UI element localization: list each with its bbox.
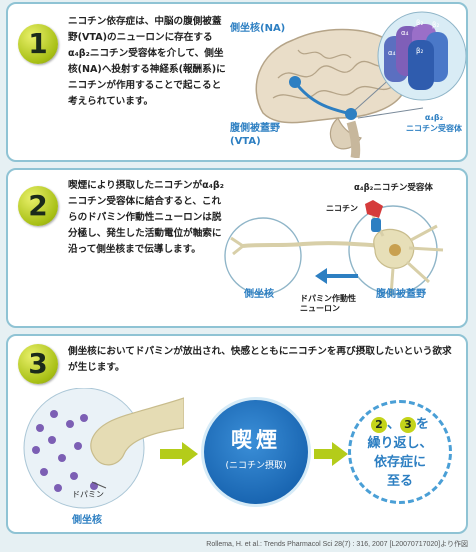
label-nucleus-accumbens: 側坐核(NA)	[230, 23, 286, 34]
neuron-illustration	[224, 200, 444, 297]
step-ref-3: 3	[400, 417, 416, 433]
step-number-1: 1	[18, 24, 58, 64]
label-na-2: 側坐核	[244, 289, 274, 300]
subunit-label: α₄	[388, 49, 396, 57]
step-2-text: 喫煙により摂取したニコチンがα₄β₂ニコチン受容体に結合すると、これらのドパミン…	[68, 180, 224, 255]
panel-step-3: 3 側坐核においてドパミンが放出され、快感とともにニコチンを再び摂取したいという…	[6, 334, 468, 534]
panel-step-1: 1 ニコチン依存症は、中脳の腹側被蓋野(VTA)のニューロンに存在するα₄β₂ニ…	[6, 2, 468, 162]
subunit-label: β₂	[416, 47, 424, 55]
step-ref-2: 2	[370, 417, 387, 433]
label-receptor: α₄β₂ ニコチン受容体	[406, 113, 462, 133]
repeat-line: 依存症に	[373, 455, 426, 470]
repeat-separator: 、	[386, 417, 400, 432]
subunit-label: β₂	[432, 21, 440, 29]
step-number-3: 3	[18, 344, 58, 384]
step-number-2: 2	[18, 186, 58, 226]
repeat-line: 繰り返し、	[367, 436, 433, 451]
panel-step-2: 2 喫煙により摂取したニコチンがα₄β₂ニコチン受容体に結合すると、これらのドパ…	[6, 168, 468, 328]
label-na-3: 側坐核	[72, 515, 102, 526]
label-receptor-2: α₄β₂ニコチン受容体	[354, 183, 433, 193]
subunit-label: α₄	[401, 29, 409, 37]
synapse-illustration	[23, 388, 184, 509]
repeat-line: 至る	[386, 474, 413, 489]
receptor-illustration	[377, 11, 466, 101]
smoking-bubble: 喫煙 (ニコチン摂取)	[204, 400, 308, 504]
smoking-text: 喫煙	[231, 428, 281, 452]
label-dopamine: ドパミン	[72, 490, 104, 499]
label-vta-2: 腹側被蓋野	[376, 289, 426, 300]
step-1-text: ニコチン依存症は、中脳の腹側被蓋野(VTA)のニューロンに存在するα₄β₂ニコチ…	[68, 16, 226, 107]
citation: Rollema, H. et al.: Trends Pharmacol Sci…	[206, 541, 468, 548]
subunit-label: β₂	[416, 19, 424, 27]
repeat-wo: を	[416, 417, 430, 432]
nicotine-intake-text: (ニコチン摂取)	[225, 461, 287, 471]
step-3-text: 側坐核においてドパミンが放出され、快感とともにニコチンを再び摂取したいという欲求…	[68, 346, 452, 373]
arrow-right-icon	[314, 442, 348, 466]
label-dopaminergic-neuron: ドパミン作動性 ニューロン	[300, 294, 356, 313]
label-vta: 腹側被蓋野 (VTA)	[230, 123, 280, 147]
arrow-right-icon	[160, 442, 198, 466]
label-nicotine: ニコチン	[326, 204, 358, 213]
